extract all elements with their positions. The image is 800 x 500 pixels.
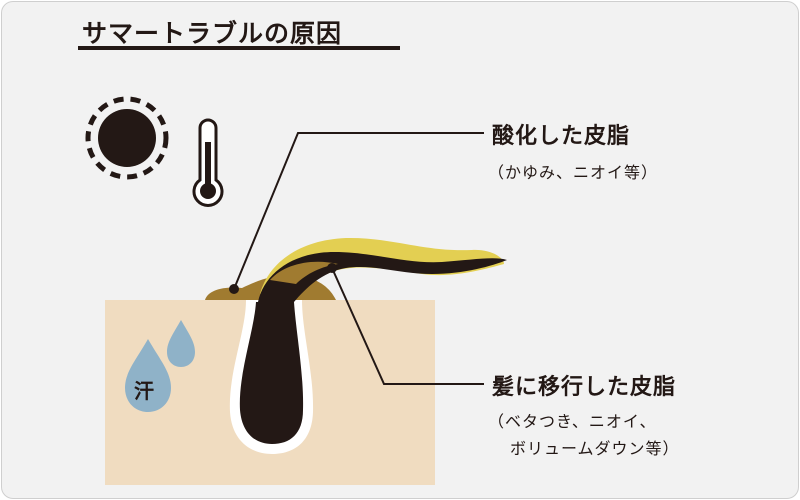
sweat-label: 汗 bbox=[134, 379, 154, 403]
oxidized-sebum-title: 酸化した皮脂 bbox=[492, 124, 631, 149]
title-underline bbox=[78, 46, 400, 50]
page-title: サマートラブルの原因 bbox=[82, 19, 343, 48]
sebum-on-hair bbox=[270, 261, 338, 284]
migrated-sebum-title: 髪に移行した皮脂 bbox=[492, 375, 677, 400]
oxidized-sebum-detail: （かゆみ、ニオイ等） bbox=[488, 163, 659, 182]
thermometer-icon bbox=[192, 118, 224, 207]
leader-line-migrated-sebum bbox=[327, 263, 484, 385]
sun-icon bbox=[85, 96, 169, 180]
leader-line-oxidized-sebum bbox=[229, 132, 484, 294]
hair-root bbox=[239, 302, 304, 444]
water-drop-icon bbox=[125, 320, 195, 412]
migrated-sebum-detail-line1: （ベタつき、ニオイ、 bbox=[488, 412, 657, 431]
migrated-sebum-detail-line2: ボリュームダウン等） bbox=[510, 439, 680, 458]
